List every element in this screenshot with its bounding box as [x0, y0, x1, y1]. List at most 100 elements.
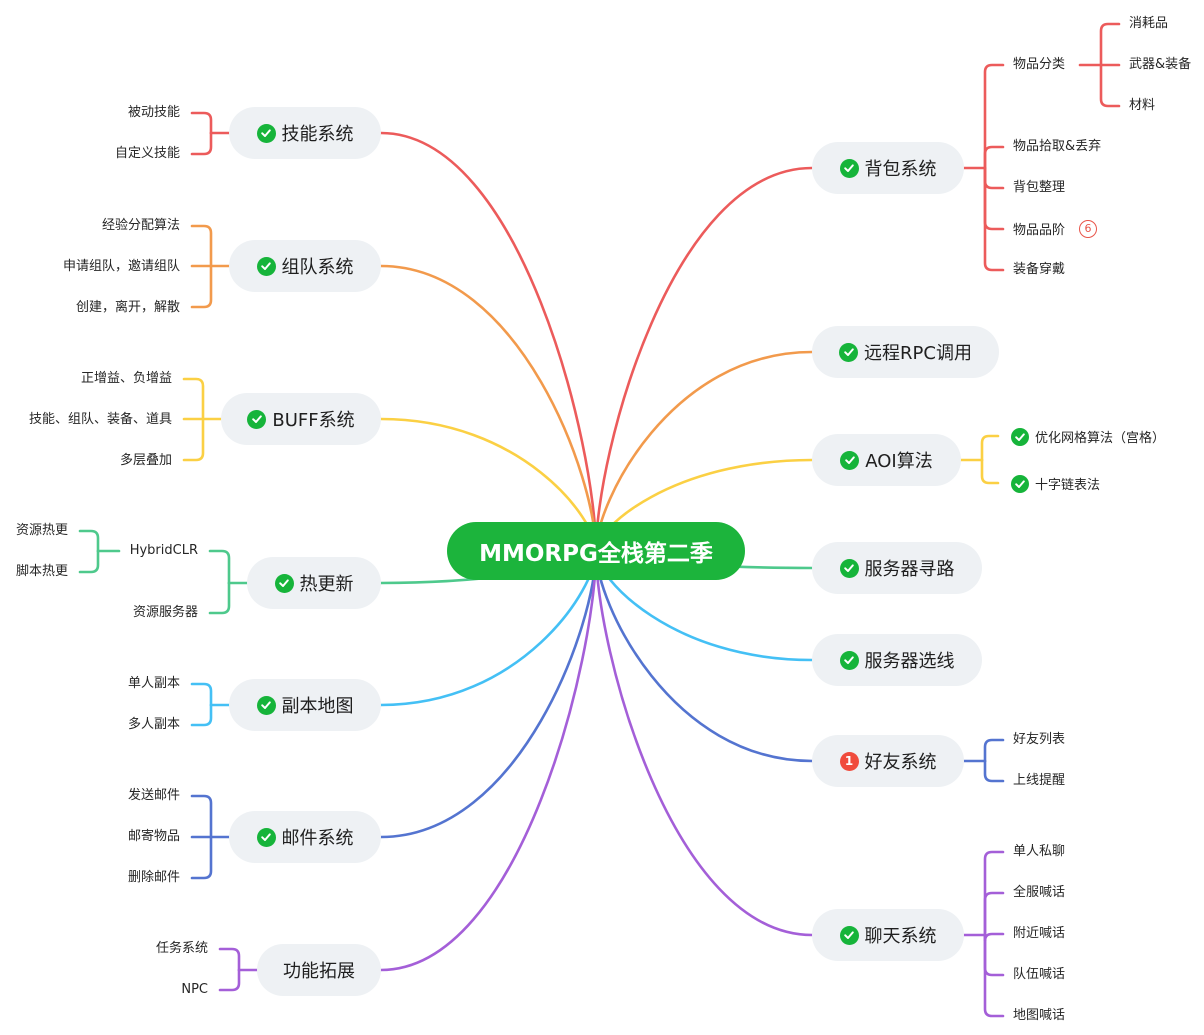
br-mail-branch-0: [190, 794, 213, 839]
leaf-exp-distribution[interactable]: 经验分配算法: [101, 218, 180, 233]
node-label: AOI算法: [865, 451, 933, 472]
br-dungeon-branch-1: [190, 703, 213, 727]
check-icon: [839, 650, 859, 670]
leaf-map-chat[interactable]: 地图喊话: [1013, 1008, 1066, 1023]
node-label: BUFF系统: [272, 410, 355, 431]
leaf-team-create[interactable]: 创建，离开，解散: [75, 300, 180, 315]
node-mail-system[interactable]: 邮件系统: [229, 811, 381, 863]
leaf-npc[interactable]: NPC: [181, 982, 208, 997]
check-icon: [256, 827, 276, 847]
node-label: 聊天系统: [864, 926, 937, 947]
br-hybrid-branch-0: [78, 529, 100, 553]
leaf-world-chat[interactable]: 全服喊话: [1013, 885, 1066, 900]
check-icon: [839, 925, 859, 945]
leaf-materials[interactable]: 材料: [1129, 98, 1156, 113]
leaf-hybridclr[interactable]: HybridCLR: [129, 543, 198, 558]
leaf-team-chat[interactable]: 队伍喊话: [1013, 967, 1066, 982]
br-chat-branch-0: [983, 850, 1005, 937]
leaf-delete-mail[interactable]: 删除邮件: [127, 870, 180, 885]
check-icon: [247, 409, 267, 429]
link-mail: [379, 549, 598, 839]
root-topic[interactable]: MMORPG全栈第二季: [447, 522, 745, 580]
check-icon: [256, 695, 276, 715]
node-chat-system[interactable]: 聊天系统: [812, 909, 964, 961]
node-label: 服务器选线: [864, 651, 955, 672]
check-icon: [839, 558, 859, 578]
br-chat-branch-2: [983, 932, 1005, 942]
leaf-buff-sources[interactable]: 技能、组队、装备、道具: [28, 412, 172, 427]
leaf-private-chat[interactable]: 单人私聊: [1013, 844, 1066, 859]
leaf-label: 十字链表法: [1035, 478, 1101, 493]
check-icon: [1011, 474, 1029, 493]
br-bag-branch-0: [983, 63, 1005, 170]
node-label: 远程RPC调用: [864, 343, 972, 364]
node-label: 功能拓展: [283, 961, 355, 982]
node-remote-rpc[interactable]: 远程RPC调用: [812, 326, 999, 378]
leaf-grid-algorithm[interactable]: 优化网格算法（宫格）: [1011, 427, 1165, 446]
node-skill-system[interactable]: 技能系统: [229, 107, 381, 159]
leaf-passive-skill[interactable]: 被动技能: [127, 105, 180, 120]
leaf-consumables[interactable]: 消耗品: [1129, 16, 1169, 31]
node-bag-system[interactable]: 背包系统: [812, 142, 964, 194]
check-icon: [839, 158, 859, 178]
br-team-branch-2: [190, 264, 213, 309]
br-hybrid-branch-1: [78, 549, 100, 574]
leaf-script-hot-update[interactable]: 脚本热更: [15, 564, 68, 579]
br-dungeon-branch-0: [190, 682, 213, 707]
leaf-buff-positive-negative[interactable]: 正增益、负增益: [80, 371, 172, 386]
br-bag-branch-3: [983, 166, 1005, 231]
leaf-custom-skill[interactable]: 自定义技能: [114, 146, 180, 161]
leaf-send-mail[interactable]: 发送邮件: [127, 788, 180, 803]
leaf-equip-wear[interactable]: 装备穿戴: [1013, 262, 1066, 277]
count-badge: 6: [1079, 219, 1098, 238]
leaf-label: 物品品阶: [1013, 223, 1066, 238]
br-ext-branch-1: [218, 968, 241, 992]
br-bag-branch-1: [983, 145, 1005, 170]
leaf-item-grade[interactable]: 物品品阶 6: [1013, 219, 1098, 238]
node-server-line-select[interactable]: 服务器选线: [812, 634, 982, 686]
leaf-friend-list[interactable]: 好友列表: [1013, 732, 1066, 747]
node-hot-update[interactable]: 热更新: [247, 557, 381, 609]
leaf-bag-sort[interactable]: 背包整理: [1013, 180, 1066, 195]
check-icon: [256, 256, 276, 276]
node-aoi-algorithm[interactable]: AOI算法: [812, 434, 961, 486]
leaf-resource-server[interactable]: 资源服务器: [132, 605, 198, 620]
leaf-item-pickup-drop[interactable]: 物品拾取&丢弃: [1013, 139, 1102, 154]
link-chat: [594, 549, 814, 937]
check-icon: [839, 342, 859, 362]
leaf-label: 优化网格算法（宫格）: [1035, 431, 1166, 446]
leaf-online-reminder[interactable]: 上线提醒: [1013, 773, 1066, 788]
br-chat-branch-1: [983, 891, 1005, 937]
br-bag-branch-2: [983, 166, 1005, 190]
node-server-pathfinding[interactable]: 服务器寻路: [812, 542, 982, 594]
br-skill-branch-1: [190, 131, 213, 156]
br-aoi-branch-1: [980, 458, 1000, 485]
number-badge-icon: 1: [839, 751, 859, 771]
node-dungeon-map[interactable]: 副本地图: [229, 679, 381, 731]
leaf-quest-system[interactable]: 任务系统: [155, 941, 208, 956]
node-friend-system[interactable]: 1 好友系统: [812, 735, 964, 787]
leaf-team-invite[interactable]: 申请组队，邀请组队: [62, 259, 180, 274]
leaf-multi-dungeon[interactable]: 多人副本: [127, 717, 180, 732]
leaf-nearby-chat[interactable]: 附近喊话: [1013, 926, 1066, 941]
leaf-cross-linked-list[interactable]: 十字链表法: [1011, 474, 1100, 493]
leaf-mail-items[interactable]: 邮寄物品: [127, 829, 180, 844]
br-chat-branch-3: [983, 933, 1005, 977]
br-mail-branch-2: [190, 835, 213, 880]
node-team-system[interactable]: 组队系统: [229, 240, 381, 292]
check-icon: [840, 450, 860, 470]
leaf-single-dungeon[interactable]: 单人副本: [127, 676, 180, 691]
leaf-item-category[interactable]: 物品分类: [1013, 57, 1066, 72]
link-skill: [379, 131, 598, 553]
br-aoi-branch-0: [980, 434, 1000, 462]
node-label: 技能系统: [281, 124, 354, 145]
br-buff-branch-0: [182, 377, 205, 421]
br-friend-branch-0: [983, 738, 1005, 763]
leaf-resource-hot-update[interactable]: 资源热更: [15, 523, 68, 538]
node-feature-extension[interactable]: 功能拓展: [257, 944, 381, 996]
leaf-buff-stack[interactable]: 多层叠加: [119, 453, 172, 468]
leaf-weapons-equipment[interactable]: 武器&装备: [1129, 57, 1192, 72]
node-buff-system[interactable]: BUFF系统: [221, 393, 381, 445]
